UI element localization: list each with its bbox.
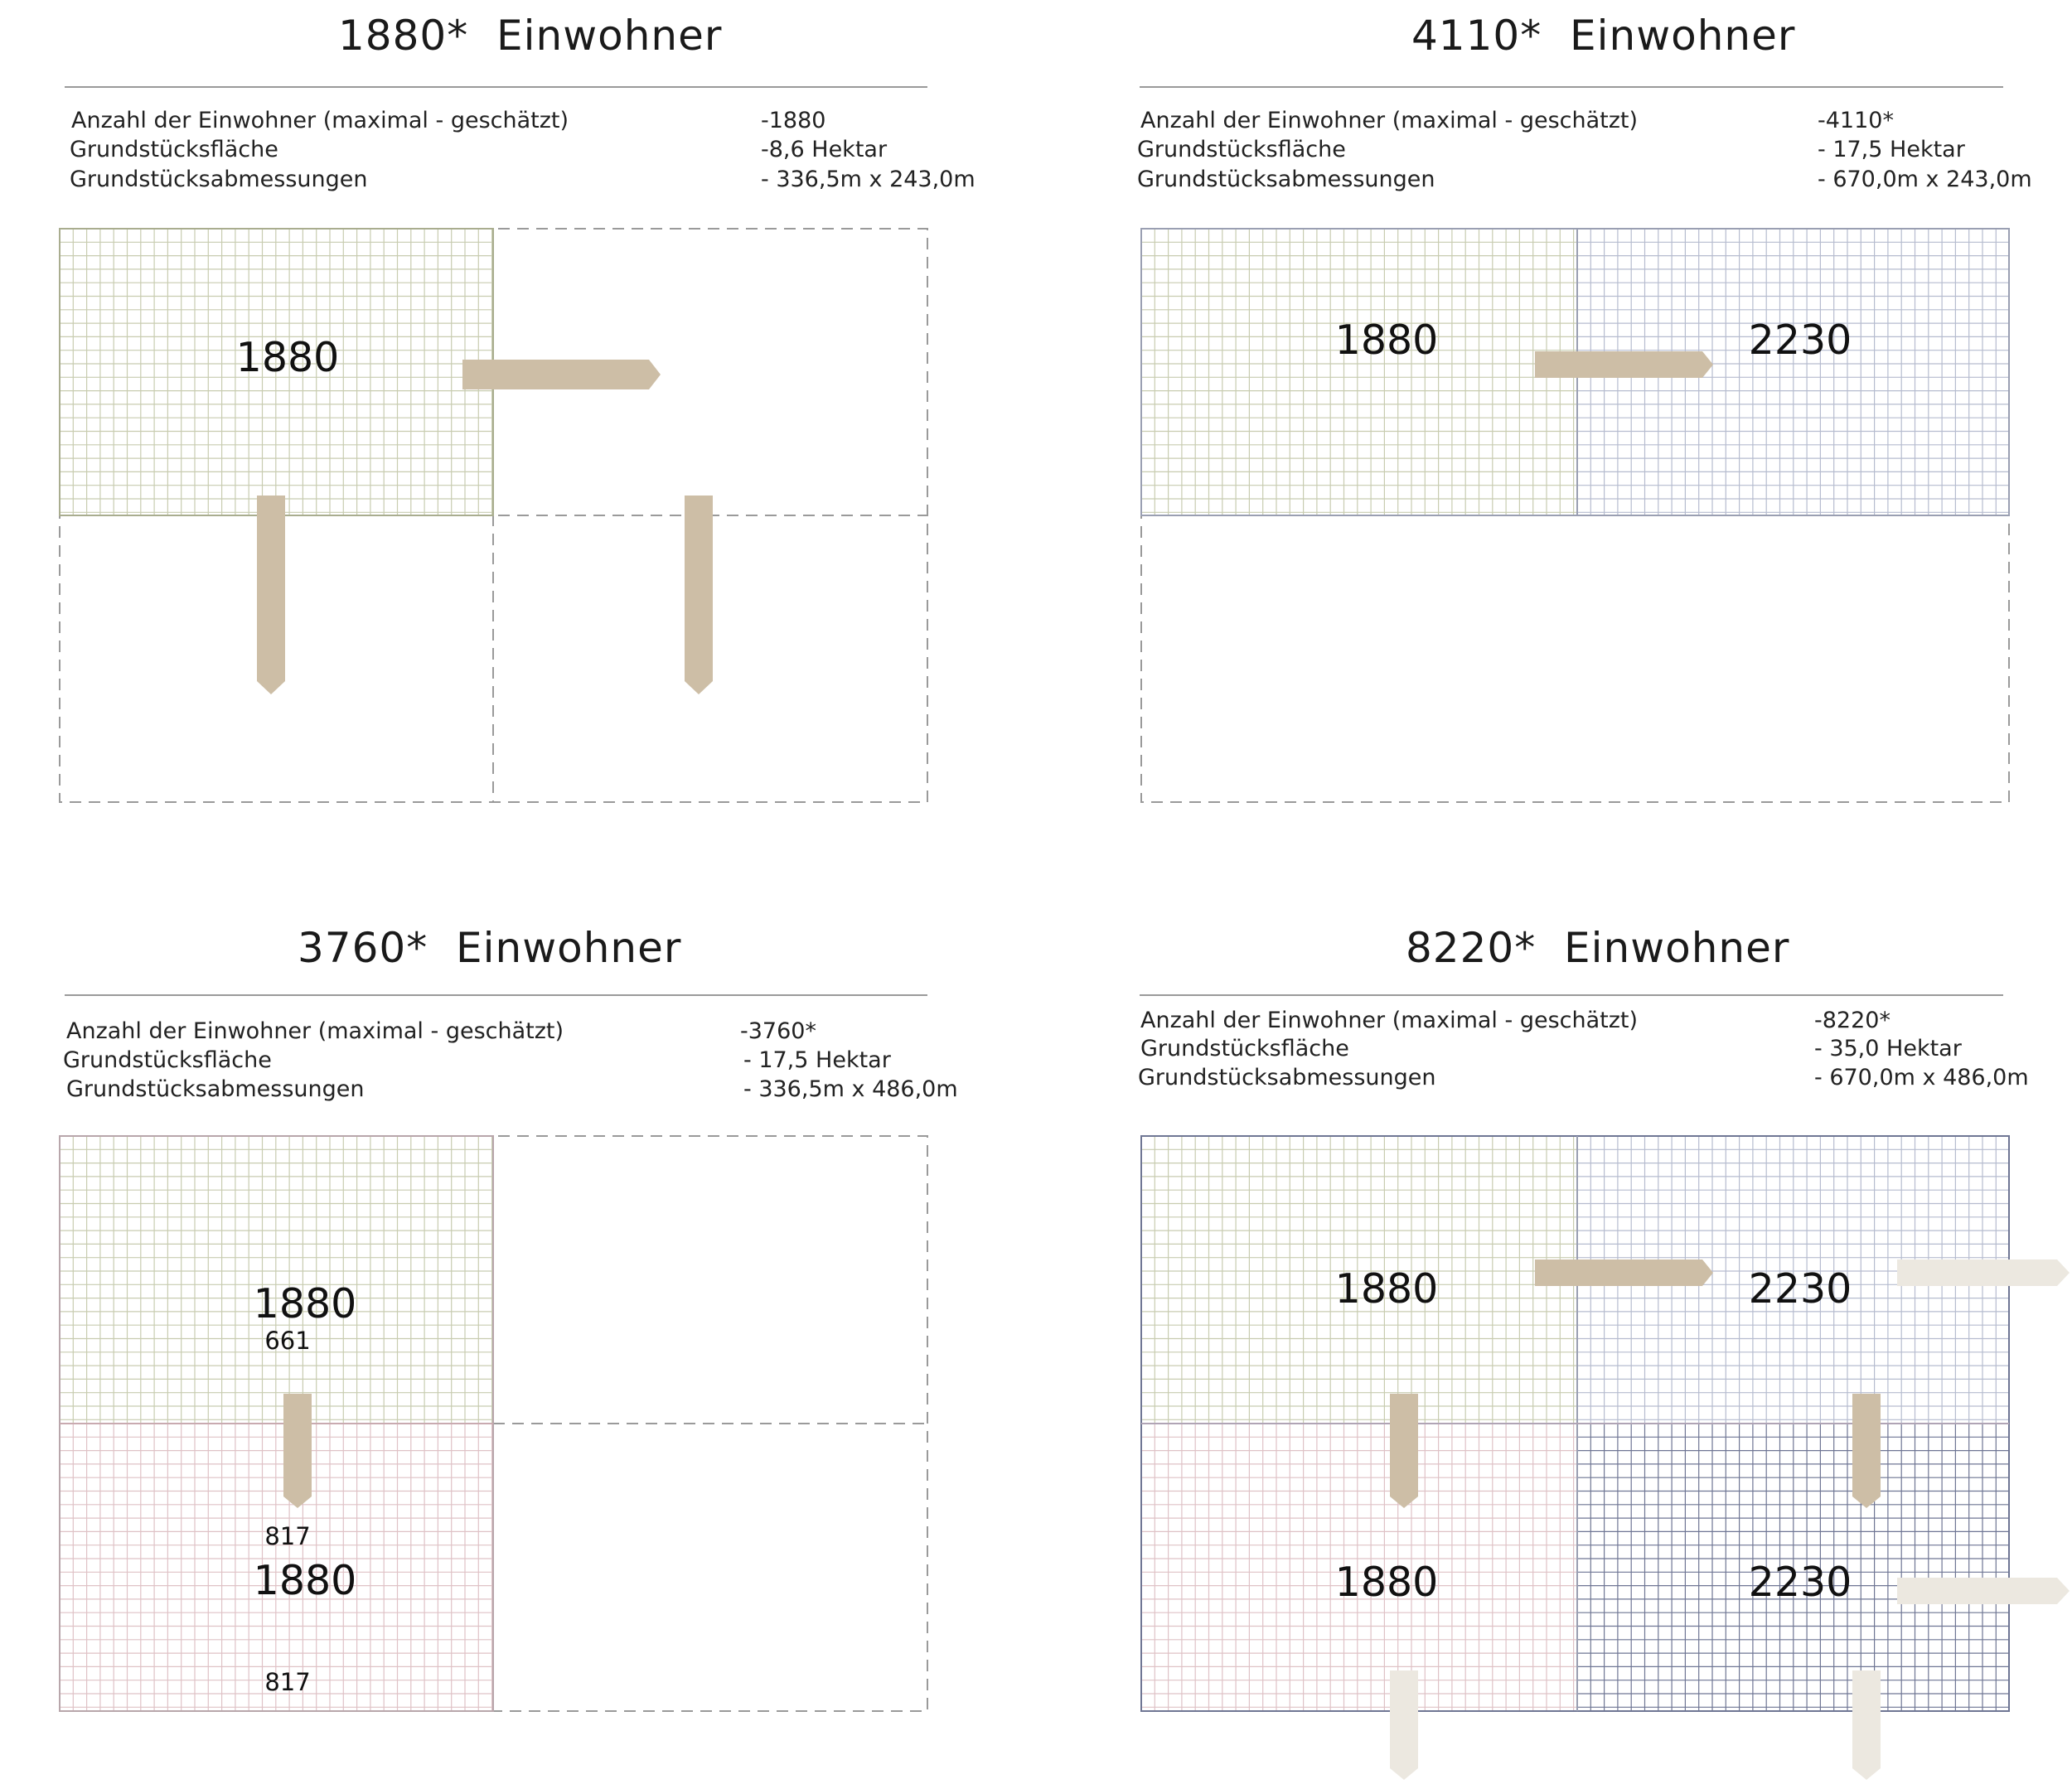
info-label: Anzahl der Einwohner (maximal - geschätz… — [1140, 1008, 1639, 1033]
title-divider — [65, 994, 927, 996]
info-value: -8220* — [1814, 1008, 1890, 1033]
info-label: Anzahl der Einwohner (maximal - geschätz… — [1140, 108, 1639, 133]
title-number: 1880* — [338, 12, 469, 60]
info-label: Grundstücksfläche — [1140, 1036, 1349, 1061]
block-population-label: 1880 — [1335, 1265, 1439, 1313]
title-word: Einwohner — [456, 924, 682, 972]
expansion-arrow-down — [1390, 1394, 1418, 1508]
block-population-label: 2230 — [1749, 1559, 1852, 1606]
block-population-label: 2230 — [1749, 1265, 1852, 1313]
info-value: -4110* — [1818, 108, 1894, 133]
block-population-label: 1880 — [1335, 317, 1439, 364]
info-label: Grundstücksabmessungen — [1138, 1065, 1436, 1090]
info-label: Grundstücksfläche — [70, 137, 278, 162]
block-population-label: 1880 — [254, 1280, 357, 1327]
block-sub-label: 817 — [264, 1522, 310, 1550]
info-value: - 17,5 Hektar — [743, 1047, 891, 1073]
info-value: - 35,0 Hektar — [1814, 1036, 1962, 1061]
site-plan: 1880 2230 1880 2230 — [1140, 1135, 2070, 1780]
title-divider — [1140, 86, 2003, 88]
site-plan: 1880 2230 — [1140, 228, 2010, 803]
info-value: -1880 — [761, 108, 826, 133]
future-arrow-right — [1897, 1259, 2070, 1286]
info-value: -8,6 Hektar — [761, 137, 888, 162]
title-divider — [1140, 994, 2003, 996]
panel-title: 3760* Einwohner — [298, 924, 681, 972]
info-label: Grundstücksabmessungen — [70, 167, 368, 192]
title-divider — [65, 86, 927, 88]
site-plan: 1880 — [59, 228, 928, 803]
expansion-arrow-down — [685, 496, 713, 694]
site-plan: 1880 661 817 1880 817 — [59, 1135, 928, 1712]
panel-title: 1880* Einwohner — [338, 12, 722, 60]
expansion-arrow-down — [257, 496, 285, 694]
info-label: Grundstücksabmessungen — [1137, 167, 1435, 192]
block-population-label: 1880 — [254, 1557, 357, 1604]
panel-title: 4110* Einwohner — [1411, 12, 1795, 60]
info-label: Anzahl der Einwohner (maximal - geschätz… — [71, 108, 569, 133]
block-sub-label: 817 — [264, 1668, 310, 1696]
info-value: - 17,5 Hektar — [1818, 137, 1965, 162]
info-value: - 670,0m x 486,0m — [1814, 1065, 2029, 1090]
info-label: Grundstücksfläche — [1137, 137, 1346, 162]
title-word: Einwohner — [1564, 924, 1790, 972]
title-word: Einwohner — [1570, 12, 1796, 60]
expansion-arrow-down — [283, 1394, 312, 1508]
info-label: Grundstücksfläche — [63, 1047, 272, 1073]
panel-title: 8220* Einwohner — [1406, 924, 1789, 972]
info-value: - 336,5m x 486,0m — [743, 1076, 958, 1102]
block-grid — [1140, 228, 1577, 515]
block-outline — [1140, 228, 2010, 516]
info-label: Anzahl der Einwohner (maximal - geschätz… — [66, 1018, 564, 1044]
expansion-arrow-right — [1535, 351, 1713, 378]
block-sub-label: 661 — [264, 1327, 310, 1355]
block-population-label: 1880 — [236, 334, 340, 381]
expansion-arrow-right — [1535, 1259, 1713, 1286]
block-population-label: 1880 — [1335, 1559, 1439, 1606]
info-value: -3760* — [740, 1018, 816, 1044]
expansion-arrow-down — [1852, 1394, 1881, 1508]
info-value: - 670,0m x 243,0m — [1818, 167, 2032, 192]
future-arrow-down — [1390, 1670, 1418, 1780]
expansion-arrow-right — [462, 360, 661, 389]
info-value: - 336,5m x 243,0m — [761, 167, 975, 192]
future-arrow-right — [1897, 1578, 2070, 1604]
title-number: 8220* — [1406, 924, 1537, 972]
title-number: 3760* — [298, 924, 428, 972]
block-population-label: 2230 — [1749, 317, 1852, 364]
title-number: 4110* — [1411, 12, 1542, 60]
future-arrow-down — [1852, 1670, 1881, 1780]
grid-lines — [1140, 228, 1577, 515]
info-label: Grundstücksabmessungen — [66, 1076, 365, 1102]
title-word: Einwohner — [496, 12, 723, 60]
